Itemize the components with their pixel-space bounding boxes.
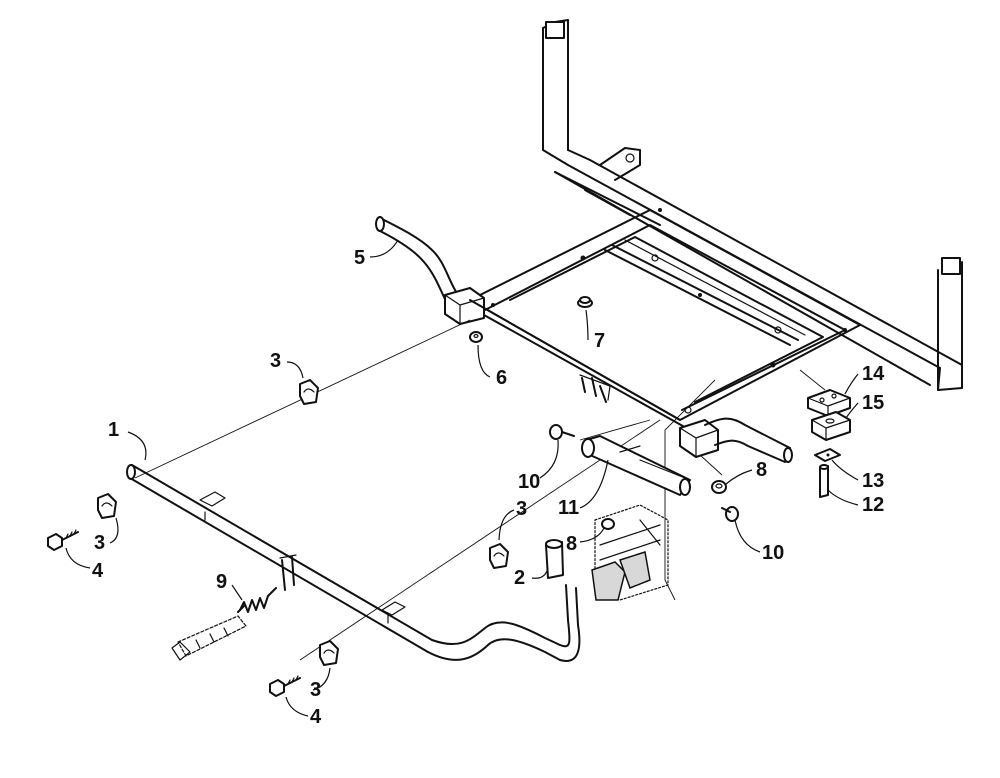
callout-3-bottom: 3 bbox=[310, 679, 321, 701]
callout-4-left: 4 bbox=[92, 560, 104, 582]
latch-detail-inset bbox=[591, 504, 669, 601]
washer-6 bbox=[469, 331, 483, 343]
callout-leaders bbox=[65, 239, 859, 717]
release-lever bbox=[171, 615, 247, 661]
bracket-14 bbox=[807, 389, 851, 417]
pin-12 bbox=[819, 464, 829, 498]
bolt-bottom bbox=[269, 675, 301, 697]
callout-8-upper: 8 bbox=[756, 459, 767, 481]
clamp-upper-left bbox=[299, 379, 319, 405]
bolt-10-lower bbox=[721, 506, 739, 522]
clamp-15 bbox=[811, 411, 851, 441]
clamp-right bbox=[489, 543, 509, 569]
callout-7: 7 bbox=[594, 330, 605, 352]
lower-bar-assembly bbox=[126, 464, 581, 662]
callout-15: 15 bbox=[862, 392, 884, 414]
bolt-left bbox=[47, 529, 79, 551]
upper-handle-bar bbox=[375, 216, 793, 463]
nut-8-lower bbox=[601, 518, 615, 530]
callout-8-lower: 8 bbox=[566, 533, 577, 555]
clamp-bottom bbox=[319, 640, 339, 666]
bolt-10-upper bbox=[549, 424, 575, 440]
callout-10-upper: 10 bbox=[518, 471, 540, 493]
clamp-lower-left bbox=[97, 493, 117, 519]
callout-6: 6 bbox=[496, 367, 507, 389]
bed-frame bbox=[469, 208, 861, 421]
callout-13: 13 bbox=[862, 470, 884, 492]
callout-3-upper: 3 bbox=[270, 350, 281, 372]
plate-13 bbox=[814, 448, 841, 462]
callout-2: 2 bbox=[514, 567, 525, 589]
rear-frame bbox=[542, 19, 963, 391]
nut-8-upper bbox=[711, 480, 727, 494]
callout-9: 9 bbox=[216, 571, 227, 593]
callout-12: 12 bbox=[862, 494, 884, 516]
callout-14: 14 bbox=[862, 363, 885, 385]
callout-11: 11 bbox=[558, 497, 579, 519]
callout-3-left: 3 bbox=[94, 532, 105, 554]
callout-10-lower: 10 bbox=[762, 542, 784, 564]
callout-5: 5 bbox=[354, 247, 365, 269]
gas-strut bbox=[581, 435, 691, 496]
callout-1: 1 bbox=[108, 419, 119, 441]
callout-3-right: 3 bbox=[516, 498, 527, 520]
callout-4-bottom: 4 bbox=[310, 706, 322, 728]
callout-labels: 1 2 3 3 3 3 4 4 5 6 7 8 8 9 10 10 11 12 … bbox=[92, 247, 885, 728]
spring bbox=[237, 587, 277, 613]
